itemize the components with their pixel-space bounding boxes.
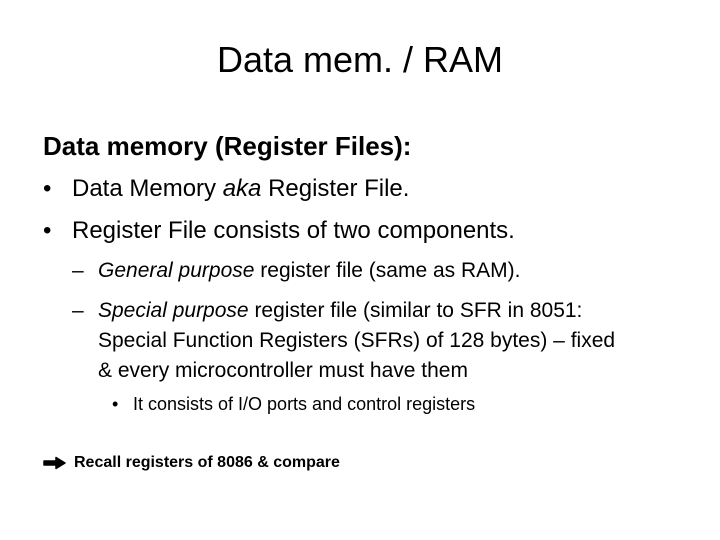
sub-bullet-text-run: register file (same as RAM). [254,259,521,282]
dash-icon: – [72,259,84,282]
bullet-text-run: Register File consists of two components… [72,217,515,244]
sub-bullet-italic-run: General purpose [98,259,255,282]
bullet-icon: • [112,394,119,414]
sub-sub-bullet-text: It consists of I/O ports and control reg… [133,394,476,414]
sub-bullet-text: General purpose register file (same as R… [98,258,521,284]
slide-title: Data mem. / RAM [216,39,504,80]
sub-bullet-italic-run: Special purpose [98,299,249,322]
dash-icon: – [72,299,84,322]
sub-bullet-line: & every microcontroller must have them [98,359,468,382]
right-arrow-icon [43,456,66,470]
footer-note: Recall registers of 8086 & compare [43,452,340,474]
sub-bullet-item: – Special purpose register file (similar… [72,296,615,386]
sub-bullet-line: Special Function Registers (SFRs) of 128… [98,329,616,352]
bullet-icon: • [43,217,52,244]
bullet-item: • Data Memory aka Register File. [43,174,409,204]
sub-bullet-item: – General purpose register file (same as… [72,258,521,284]
bullet-icon: • [43,175,52,202]
sub-sub-bullet-item: • It consists of I/O ports and control r… [112,392,475,416]
footer-note-text: Recall registers of 8086 & compare [74,454,340,471]
bullet-text-run: Register File. [261,175,410,202]
bullet-text-italic-run: aka [222,175,262,202]
bullet-item: • Register File consists of two componen… [43,216,515,246]
sub-bullet-text-run: register file (similar to SFR in 8051: [248,299,583,322]
sub-bullet-line: Special purpose register file (similar t… [98,296,615,326]
bullet-text: Register File consists of two components… [72,216,515,246]
sub-bullet-text: Special purpose register file (similar t… [98,296,615,386]
bullet-text-run: Data Memory [72,175,223,202]
content-heading: Data memory (Register Files): [43,131,412,161]
bullet-text: Data Memory aka Register File. [72,174,409,204]
